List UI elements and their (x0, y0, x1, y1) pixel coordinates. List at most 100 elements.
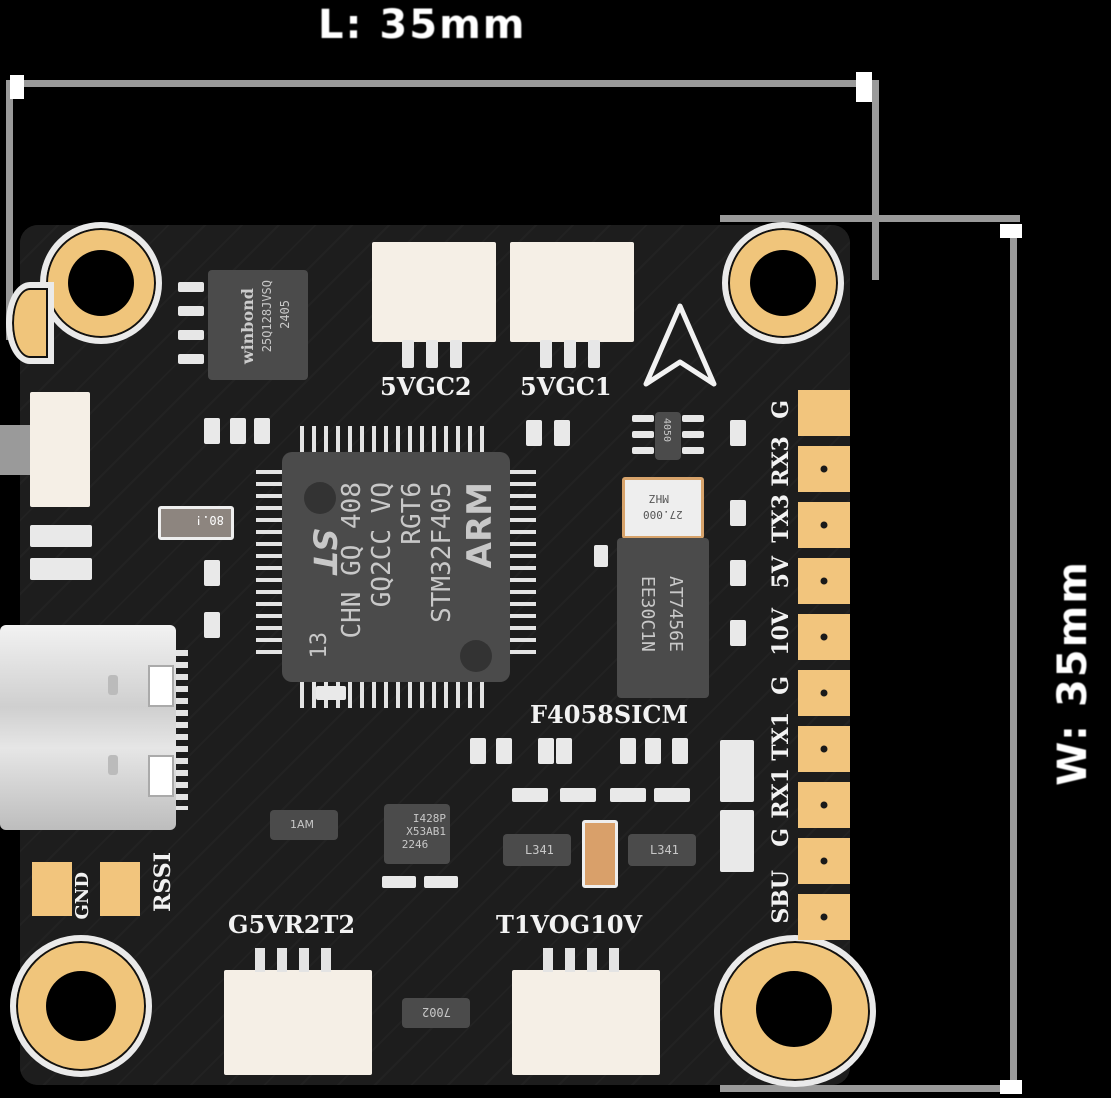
osd-chip: AT7456E EE30C1N (617, 538, 709, 698)
smd-capacitor (538, 738, 554, 764)
flight-controller-board (20, 225, 850, 1085)
connector-pin (450, 340, 462, 368)
pad-label-rssi: RSSI (150, 852, 176, 912)
length-right-tick (856, 72, 872, 102)
regulator-l341-a: L341 (503, 834, 571, 866)
smd-capacitor (730, 560, 746, 586)
side-pad-tx3[interactable] (798, 502, 850, 548)
flash-chip-part: 25Q128JVSQ (260, 280, 274, 353)
led (30, 558, 92, 580)
smd-resistor (316, 686, 346, 700)
smd-capacitor (204, 560, 220, 586)
smd-resistor (512, 788, 548, 802)
smd-capacitor (230, 418, 246, 444)
mcu-line-rgt: RGT6 (397, 482, 427, 545)
usb-c-pins (176, 650, 188, 810)
imu-line2: X53AB1 (406, 825, 446, 838)
mount-hole-top-right (722, 222, 844, 344)
flash-chip-code: 2405 (278, 300, 292, 329)
connector-5vgc1[interactable] (510, 242, 634, 342)
connector-label-g5vr2t2: G5VR2T2 (228, 910, 356, 939)
smd-capacitor (620, 738, 636, 764)
smd-capacitor (204, 612, 220, 638)
side-pad-5v[interactable] (798, 558, 850, 604)
flash-pin (178, 354, 204, 364)
smd-capacitor (730, 620, 746, 646)
connector-g5vr2t2[interactable] (224, 970, 372, 1075)
mount-hole-bottom-left (10, 935, 152, 1077)
imu-line3: 2246 (401, 838, 429, 851)
board-model-label: F4058SICM (530, 700, 689, 729)
mount-hole-bottom-right (714, 935, 876, 1087)
usb-c-port[interactable] (0, 625, 176, 830)
connector-5vgc2[interactable] (372, 242, 496, 342)
mcu-chip: ARM STM32F405 RGT6 GQ2CC VQ CHN GQ 408 S… (282, 452, 510, 682)
side-button[interactable] (30, 392, 90, 507)
smd-capacitor (730, 500, 746, 526)
smd-capacitor (254, 418, 270, 444)
smd-capacitor (470, 738, 486, 764)
side-pad-g-3[interactable] (798, 838, 850, 884)
crystal-unit: MHZ (649, 492, 669, 505)
smd-resistor (382, 876, 416, 888)
regulator-1am: 1AM (270, 810, 338, 840)
usb-c-slot (108, 675, 118, 695)
smd-resistor (654, 788, 690, 802)
mcu-line-arm: ARM (460, 482, 500, 569)
side-pad-label-sbu: SBU (768, 870, 794, 924)
side-pad-rx1[interactable] (798, 782, 850, 828)
chip-pin (682, 447, 704, 454)
side-button-actuator[interactable] (0, 425, 30, 475)
connector-pin (426, 340, 438, 368)
mcu-extra: 13 (307, 632, 332, 659)
length-left-tick (10, 75, 24, 99)
side-pad-tx1[interactable] (798, 726, 850, 772)
flash-chip-brand: winbond (238, 288, 257, 365)
connector-pin (588, 340, 600, 368)
smd-capacitor (554, 420, 570, 446)
flash-pin (178, 282, 204, 292)
smd-resistor (560, 788, 596, 802)
mount-hole-top-left-outer (6, 282, 54, 364)
connector-label-t1vog10v: T1VOG10V (496, 910, 643, 939)
mcu-dot (460, 640, 492, 672)
direction-arrow-icon (643, 303, 717, 387)
pad-rssi[interactable] (100, 862, 140, 916)
side-pad-10v[interactable] (798, 614, 850, 660)
length-left-extension (6, 80, 13, 340)
length-dimension-label: L: 35mm (318, 2, 527, 48)
connector-pin (402, 340, 414, 368)
usb-c-tab (148, 755, 174, 797)
osd-chip-line1: AT7456E (665, 576, 686, 652)
small-crystal-label: 80.! (195, 513, 224, 527)
usb-c-tab (148, 665, 174, 707)
side-pad-sbu[interactable] (798, 894, 850, 940)
smd-capacitor (730, 420, 746, 446)
mcu-pins-top (300, 426, 490, 452)
smd-capacitor (720, 810, 754, 872)
crystal-oscillator: 27.000 MHZ (622, 477, 704, 539)
side-pad-label-tx3: TX3 (768, 494, 794, 543)
smd-capacitor (594, 545, 608, 567)
side-pad-label-5v: 5V (768, 556, 794, 589)
pad-gnd[interactable] (32, 862, 72, 916)
side-pad-g-2[interactable] (798, 670, 850, 716)
connector-pins (543, 948, 623, 972)
width-top-tick (1000, 224, 1022, 238)
side-pad-rx3[interactable] (798, 446, 850, 492)
imu-line1: I428P (412, 812, 446, 825)
chip-pin (632, 431, 654, 438)
usb-c-slot (108, 755, 118, 775)
connector-pin (564, 340, 576, 368)
flash-pin (178, 330, 204, 340)
side-pad-g-1[interactable] (798, 390, 850, 436)
side-pad-label-rx3: RX3 (768, 436, 794, 487)
connector-t1vog10v[interactable] (512, 970, 660, 1075)
mcu-pins-left (256, 470, 282, 660)
imu-chip: I428P X53AB1 2246 (384, 804, 450, 864)
small-chip-4050-label: 4050 (661, 418, 672, 443)
connector-pin (540, 340, 552, 368)
width-top-extension (720, 215, 1020, 222)
small-crystal: 80.! (158, 506, 234, 540)
smd-capacitor (496, 738, 512, 764)
